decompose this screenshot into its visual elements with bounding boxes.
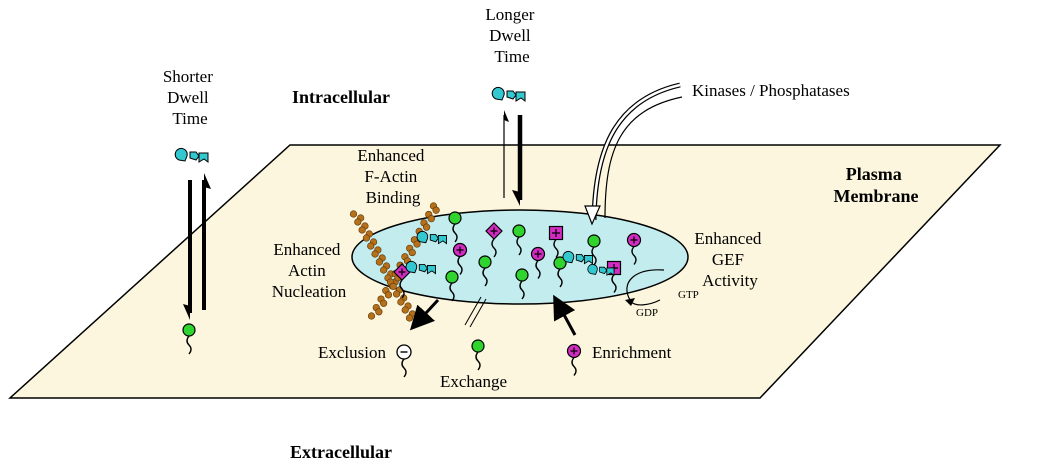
actin-bead bbox=[427, 215, 435, 223]
actin-bead bbox=[371, 250, 379, 258]
gef-label: Enhanced GEF Activity bbox=[694, 229, 765, 290]
exclusion-label: Exclusion bbox=[318, 343, 386, 362]
actin-bead bbox=[375, 308, 383, 316]
shorter-dwell-arrows bbox=[183, 173, 211, 320]
protein-complex-longer bbox=[491, 86, 526, 102]
actin-bead bbox=[354, 218, 362, 226]
exchange-arrows bbox=[464, 296, 487, 328]
actin-bead bbox=[349, 210, 358, 218]
plasma-membrane-label: Plasma Membrane bbox=[834, 164, 919, 206]
actin-bead bbox=[413, 240, 421, 248]
actin-bead bbox=[362, 234, 371, 242]
actin-bead bbox=[380, 266, 388, 274]
gdp-label: GDP bbox=[636, 307, 658, 319]
actin-bead bbox=[367, 312, 376, 320]
enrichment-label: Enrichment bbox=[592, 343, 672, 362]
nucleation-label: Enhanced Actin Nucleation bbox=[272, 240, 347, 301]
f-actin-label: Enhanced F-Actin Binding bbox=[357, 146, 428, 207]
gdp-arrowhead bbox=[625, 298, 635, 306]
actin-bead bbox=[389, 282, 397, 290]
actin-bead bbox=[401, 306, 409, 314]
actin-bead bbox=[432, 206, 440, 214]
actin-bead bbox=[422, 223, 431, 231]
kinases-label: Kinases / Phosphatases bbox=[692, 81, 850, 100]
kinase-arrow bbox=[584, 82, 683, 226]
exclusion-arrow bbox=[409, 298, 440, 331]
actin-bead bbox=[367, 242, 375, 250]
actin-bead bbox=[408, 248, 416, 257]
actin-bead bbox=[358, 226, 366, 234]
actin-bead bbox=[375, 258, 383, 266]
actin-filaments bbox=[349, 202, 440, 322]
intracellular-label: Intracellular bbox=[292, 87, 390, 107]
longer-dwell-arrows bbox=[503, 110, 523, 206]
gtp-label: GTP bbox=[678, 289, 699, 301]
protein-complex-shorter bbox=[174, 147, 209, 163]
actin-bead bbox=[397, 298, 405, 306]
actin-bead bbox=[405, 314, 414, 322]
actin-bead bbox=[380, 299, 388, 307]
longer-dwell-label: Longer Dwell Time bbox=[485, 5, 538, 66]
actin-bead bbox=[384, 291, 393, 299]
shorter-dwell-label: Shorter Dwell Time bbox=[163, 67, 217, 128]
lipid-domain bbox=[351, 209, 689, 305]
exchange-label: Exchange bbox=[440, 372, 507, 391]
enrichment-arrow bbox=[553, 294, 577, 336]
extracellular-label: Extracellular bbox=[290, 442, 392, 462]
actin-bead bbox=[392, 290, 401, 298]
